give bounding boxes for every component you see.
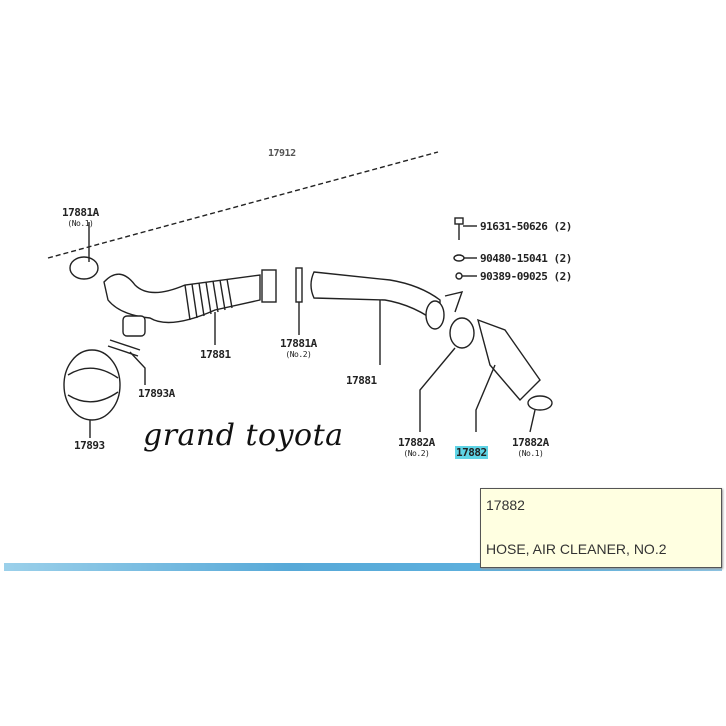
part-number: 17882 [455, 446, 488, 459]
window-bottom-bar [4, 563, 722, 571]
watermark-text: grand toyota [143, 418, 344, 453]
boundary-dashed-line [47, 151, 439, 259]
clamp-no1 [69, 256, 99, 280]
label-17893a[interactable]: 17893A [138, 387, 175, 400]
label-17882a-no2[interactable]: 17882A(No.2) [398, 437, 435, 459]
fastener-icons [453, 217, 477, 280]
label-bolt[interactable]: 91631-50626 (2) [480, 220, 572, 233]
part-tooltip: 17882 HOSE, AIR CLEANER, NO.2 [480, 488, 722, 568]
tooltip-description: HOSE, AIR CLEANER, NO.2 [486, 541, 667, 557]
part-number: 17881A [280, 337, 317, 350]
part-number: 17881A [62, 206, 99, 219]
clamp-no2 [295, 267, 303, 303]
part-qualifier: (No.2) [403, 449, 430, 458]
label-17893[interactable]: 17893 [74, 439, 105, 452]
label-17912[interactable]: 17912 [268, 148, 296, 159]
label-17881a-no2[interactable]: 17881A(No.2) [280, 338, 317, 360]
hose-17882 [419, 317, 553, 433]
label-17881a-no1[interactable]: 17881A(No.1) [62, 207, 99, 229]
label-ring[interactable]: 90389-09025 (2) [480, 270, 572, 283]
label-17882-highlighted[interactable]: 17882 [455, 446, 488, 459]
part-qualifier: (No.2) [285, 350, 312, 359]
part-qualifier: (No.1) [517, 449, 544, 458]
label-17882a-no1[interactable]: 17882A(No.1) [512, 437, 549, 459]
tooltip-part-number: 17882 [486, 497, 525, 513]
label-washer[interactable]: 90480-15041 (2) [480, 252, 572, 265]
label-17881-left[interactable]: 17881 [200, 348, 231, 361]
resonator-17893 [63, 315, 146, 438]
part-qualifier: (No.1) [67, 219, 94, 228]
pipe-17881-right [310, 271, 464, 365]
label-17881-right[interactable]: 17881 [346, 374, 377, 387]
hose-17881 [103, 269, 277, 324]
part-number: 17882A [512, 436, 549, 449]
part-number: 17882A [398, 436, 435, 449]
